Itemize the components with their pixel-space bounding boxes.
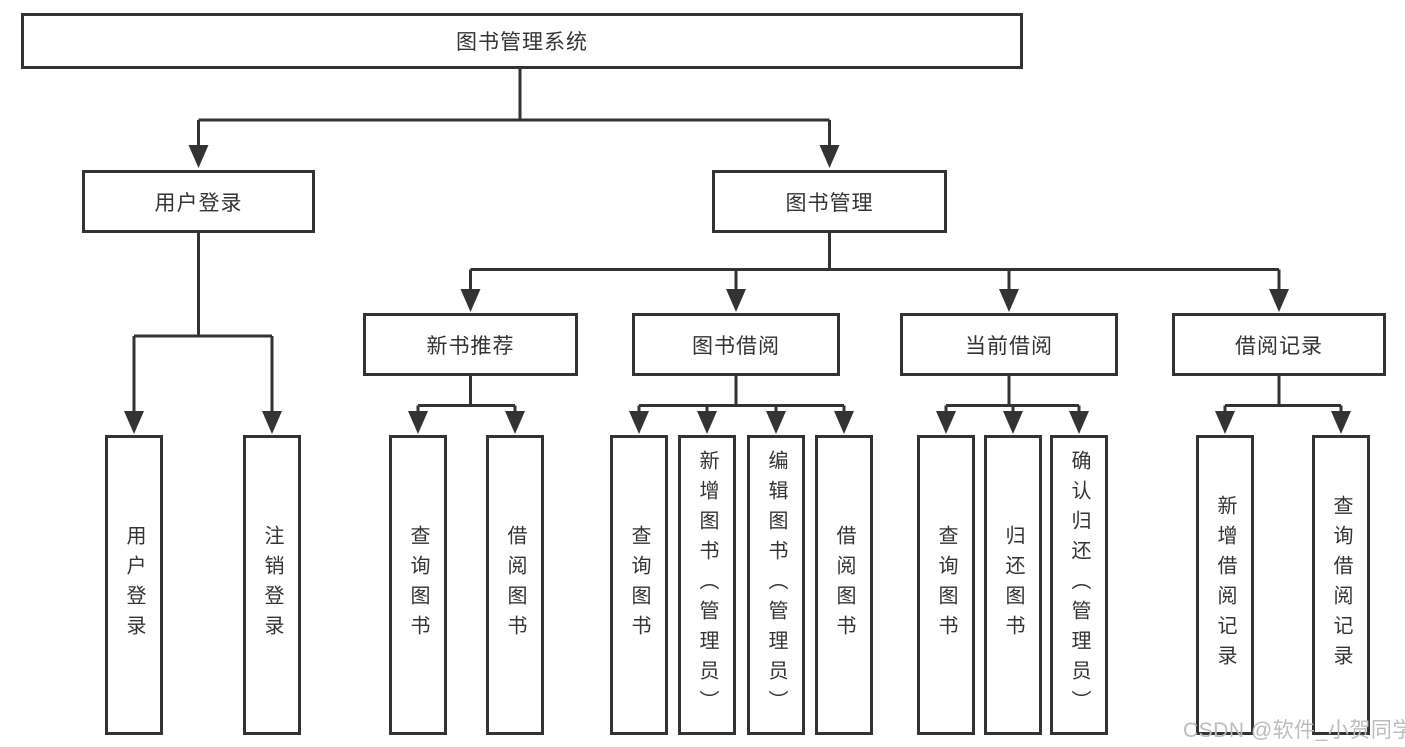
- node-new-book-recommend: 新书推荐: [363, 313, 578, 376]
- arrowhead-down-icon: [408, 411, 428, 434]
- arrowhead-down-icon: [766, 411, 786, 434]
- arrowhead-down-icon: [505, 411, 525, 434]
- arrowhead-down-icon: [1215, 411, 1235, 434]
- csdn-watermark: CSDN @软件_小贺同学: [1183, 719, 1405, 742]
- connector-borrow-records-branch: [1223, 376, 1343, 412]
- node-user-login: 用户登录: [82, 170, 315, 233]
- leaf-label: 新增借阅记录: [1214, 495, 1236, 675]
- leaf-logout: 注销登录: [243, 435, 301, 735]
- connector-book-borrow-branch: [637, 376, 846, 412]
- arrowhead-down-icon: [936, 411, 956, 434]
- leaf-user-login: 用户登录: [105, 435, 163, 735]
- arrowhead-down-icon: [124, 411, 144, 434]
- leaf-label: 查询图书: [407, 525, 429, 645]
- leaf-query-books-recommend: 查询图书: [389, 435, 447, 735]
- connector-book-management-branch: [469, 233, 1281, 290]
- leaf-label: 注销登录: [261, 525, 283, 645]
- leaf-label: 借阅图书: [504, 525, 526, 645]
- node-borrow-records: 借阅记录: [1172, 313, 1386, 376]
- arrowhead-down-icon: [697, 411, 717, 434]
- connector-current-borrow-branch: [944, 376, 1081, 412]
- arrowhead-down-icon: [188, 145, 209, 168]
- arrowhead-down-icon: [834, 411, 854, 434]
- leaf-query-books-borrow: 查询图书: [610, 435, 668, 735]
- arrowhead-down-icon: [1331, 411, 1351, 434]
- leaf-label: 查询借阅记录: [1330, 495, 1352, 675]
- leaf-label: 借阅图书: [833, 525, 855, 645]
- arrowhead-down-icon: [1003, 411, 1023, 434]
- leaf-borrow-books: 借阅图书: [815, 435, 873, 735]
- leaf-label: 用户登录: [123, 525, 145, 645]
- connector-root-to-level2: [197, 69, 831, 146]
- leaf-label: 确认归还（管理员）: [1068, 450, 1090, 720]
- arrowhead-down-icon: [1269, 289, 1289, 312]
- arrowhead-down-icon: [262, 411, 282, 434]
- connector-new-book-recommend-branch: [416, 376, 517, 412]
- leaf-label: 查询图书: [935, 525, 957, 645]
- leaf-label: 编辑图书（管理员）: [765, 450, 787, 720]
- leaf-query-books-current: 查询图书: [917, 435, 975, 735]
- arrowhead-down-icon: [999, 289, 1019, 312]
- arrowhead-down-icon: [726, 289, 746, 312]
- leaf-confirm-return-admin: 确认归还（管理员）: [1050, 435, 1108, 735]
- arrowhead-down-icon: [819, 145, 840, 168]
- node-book-borrow: 图书借阅: [632, 313, 840, 376]
- leaf-label: 新增图书（管理员）: [696, 450, 718, 720]
- leaf-label: 归还图书: [1002, 525, 1024, 645]
- node-book-management: 图书管理: [712, 170, 947, 233]
- leaf-query-borrow-record: 查询借阅记录: [1312, 435, 1370, 735]
- node-current-borrow: 当前借阅: [900, 313, 1118, 376]
- arrowhead-down-icon: [629, 411, 649, 434]
- arrowhead-down-icon: [460, 289, 481, 312]
- leaf-return-book: 归还图书: [984, 435, 1042, 735]
- leaf-add-borrow-record: 新增借阅记录: [1196, 435, 1254, 735]
- connector-user-login-branch: [132, 233, 274, 412]
- leaf-label: 查询图书: [628, 525, 650, 645]
- leaf-edit-book-admin: 编辑图书（管理员）: [747, 435, 805, 735]
- node-root-library-system: 图书管理系统: [21, 13, 1023, 69]
- leaf-borrow-books-recommend: 借阅图书: [486, 435, 544, 735]
- arrowhead-down-icon: [1069, 411, 1089, 434]
- leaf-add-book-admin: 新增图书（管理员）: [678, 435, 736, 735]
